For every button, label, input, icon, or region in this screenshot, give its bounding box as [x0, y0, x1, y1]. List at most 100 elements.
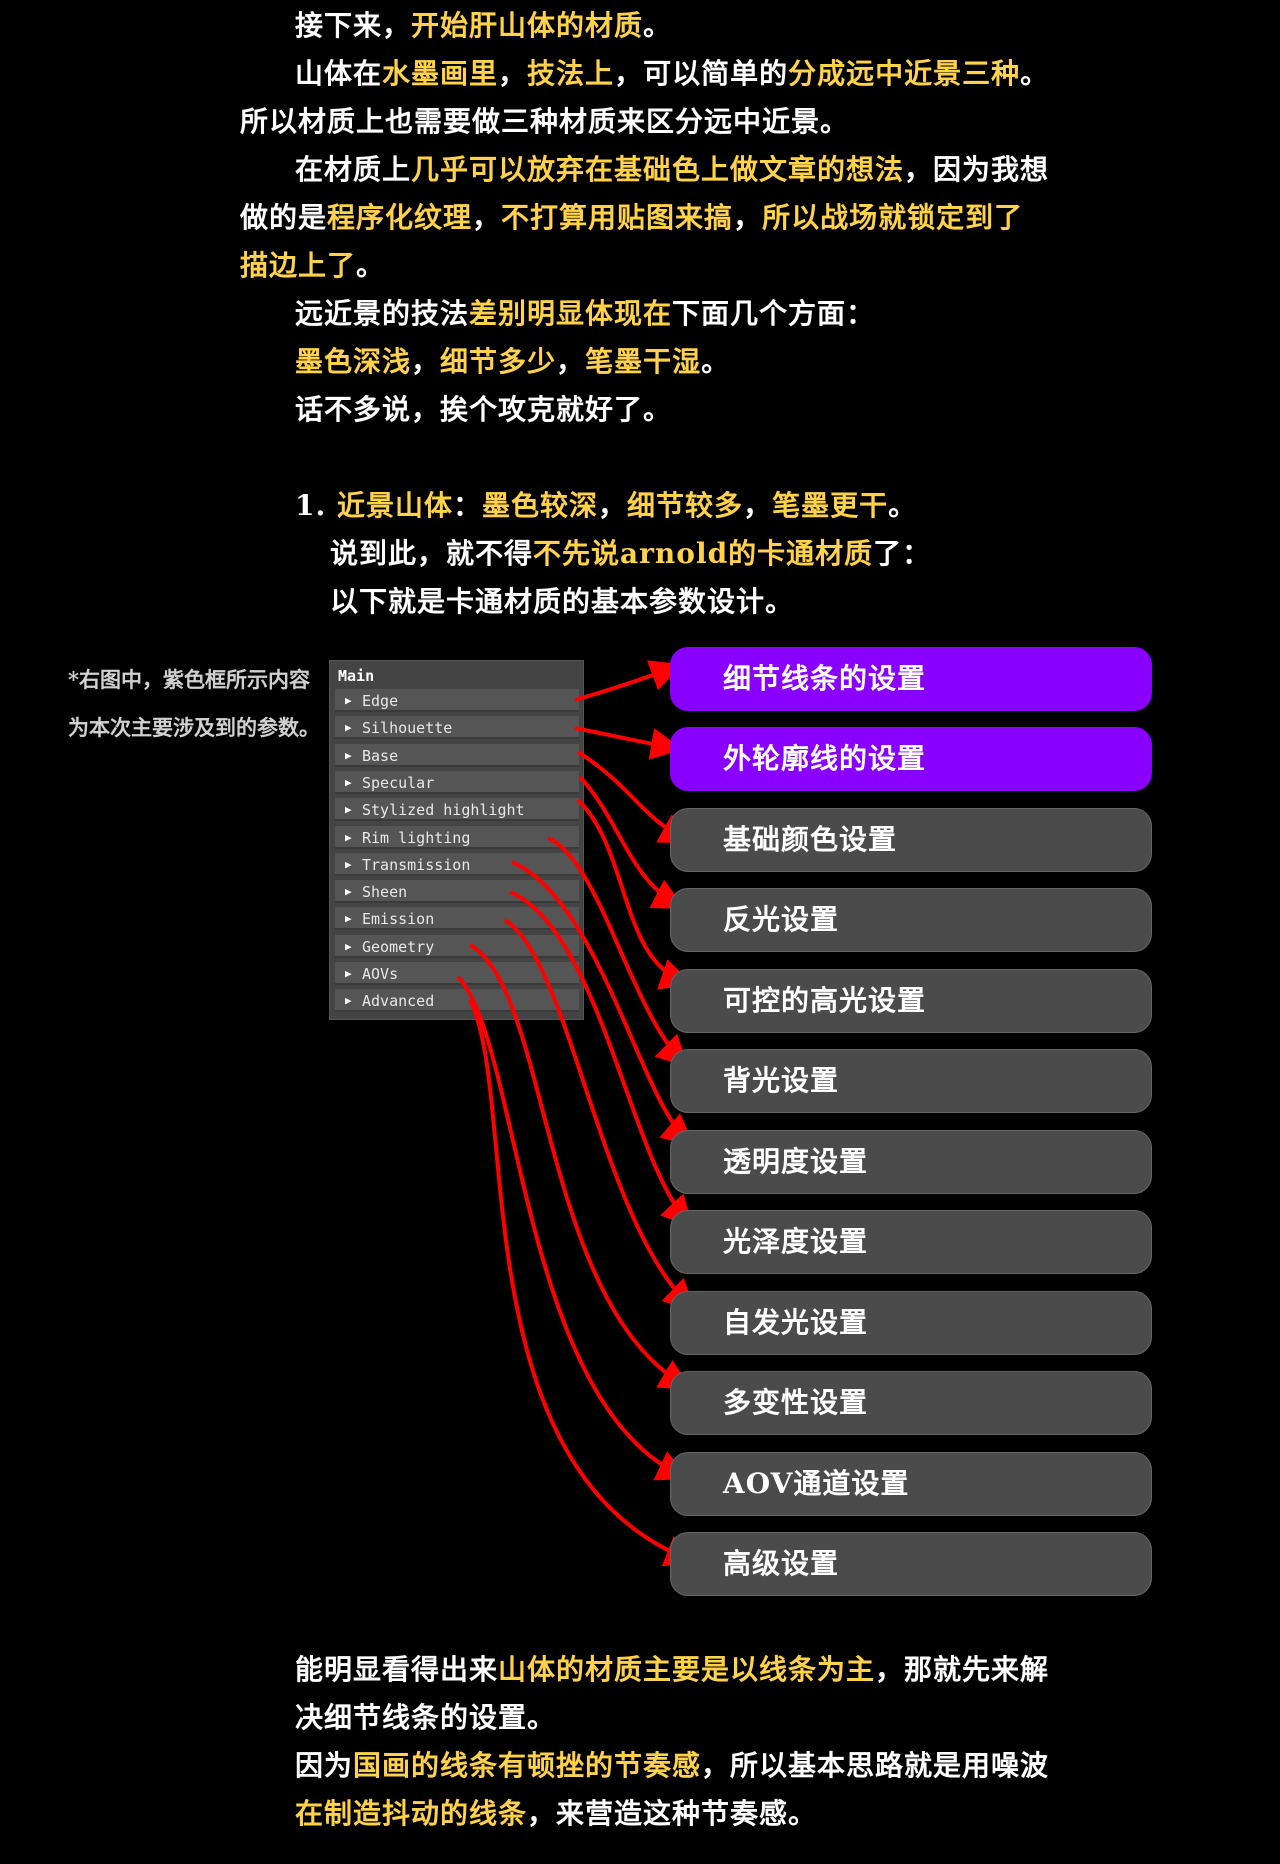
- highlighted-text: 几乎可以放弃在基础色上做文章的想法: [411, 153, 905, 186]
- body-text: ，因为我想: [904, 153, 1050, 186]
- highlighted-text: 不先说arnold的卡通材质: [533, 537, 874, 570]
- highlighted-text: 山体的材质主要是以线条为主: [498, 1653, 876, 1686]
- expand-arrow-icon[interactable]: ▶: [345, 885, 352, 899]
- panel-row-stylized-highlight[interactable]: ▶ Stylized highlight: [335, 798, 579, 822]
- connector-arrow: [574, 726, 683, 760]
- body-text: 接下来，: [295, 9, 412, 42]
- expand-arrow-icon[interactable]: ▶: [345, 721, 352, 735]
- highlighted-text: 差别明显体现在: [469, 297, 673, 330]
- body-text: ：: [453, 489, 483, 522]
- body-text: ，: [498, 57, 528, 90]
- highlighted-text: 笔墨干湿: [585, 345, 702, 378]
- connector-arrow: [469, 943, 692, 1391]
- connector-arrow: [503, 918, 696, 1312]
- panel-row-label: Geometry: [362, 937, 435, 956]
- panel-row-label: Silhouette: [362, 719, 453, 738]
- intro-line: 墨色深浅，细节多少，笔墨干湿。: [295, 342, 730, 382]
- param-box-1: 细节线条的设置: [670, 647, 1152, 711]
- panel-row-specular[interactable]: ▶Specular: [335, 770, 579, 794]
- panel-title: Main: [338, 667, 375, 685]
- body-text: ，那就先来解: [875, 1653, 1050, 1686]
- body-text: 远近景的技法: [295, 297, 470, 330]
- highlighted-text: 水墨画里: [382, 57, 499, 90]
- panel-row-label: AOVs: [362, 965, 399, 983]
- expand-arrow-icon[interactable]: ▶: [345, 912, 352, 926]
- outro-line: 决细节线条的设置。: [295, 1698, 556, 1738]
- highlighted-text: 近景山体: [336, 489, 453, 522]
- body-text: ，来营造这种节奏感。: [527, 1797, 818, 1830]
- panel-row-base[interactable]: ▶Base: [335, 743, 579, 767]
- param-box-11: AOV通道设置: [670, 1452, 1152, 1516]
- body-text: 。: [1020, 57, 1050, 90]
- param-box-2: 外轮廓线的设置: [670, 727, 1152, 791]
- param-box-8: 光泽度设置: [670, 1210, 1152, 1274]
- body-text: 在材质上: [295, 153, 412, 186]
- body-text: ，: [743, 489, 773, 522]
- param-box-7: 透明度设置: [670, 1130, 1152, 1194]
- connector-arrow: [509, 890, 694, 1228]
- highlighted-text: 国画的线条有顿挫的节奏感: [353, 1749, 702, 1782]
- body-text: 。: [888, 489, 918, 522]
- param-box-4: 反光设置: [670, 888, 1152, 952]
- param-box-12: 高级设置: [670, 1532, 1152, 1596]
- expand-arrow-icon[interactable]: ▶: [345, 830, 352, 844]
- panel-row-transmission[interactable]: ▶ Transmission: [335, 852, 579, 876]
- body-text: ，: [556, 345, 586, 378]
- outro-line: 因为国画的线条有顿挫的节奏感，所以基本思路就是用噪波: [295, 1746, 1049, 1786]
- outro-line: 能明显看得出来山体的材质主要是以线条为主，那就先来解: [295, 1650, 1049, 1690]
- connector-arrow: [574, 660, 683, 702]
- expand-arrow-icon[interactable]: ▶: [345, 748, 352, 762]
- expand-arrow-icon[interactable]: ▶: [345, 803, 352, 817]
- expand-arrow-icon[interactable]: ▶: [345, 967, 352, 980]
- param-box-5: 可控的高光设置: [670, 969, 1152, 1033]
- panel-row-edge[interactable]: ▶ Edge: [335, 689, 579, 712]
- panel-row-label: Transmission: [362, 855, 471, 874]
- expand-arrow-icon[interactable]: ▶: [345, 775, 352, 789]
- connector-arrow: [468, 999, 698, 1567]
- panel-row-label: Advanced: [362, 992, 435, 1011]
- intro-line: 山体在水墨画里，技法上，可以简单的分成远中近景三种。: [295, 54, 1049, 94]
- panel-row-geometry[interactable]: ▶ Geometry: [335, 934, 579, 958]
- body-text: ，: [733, 201, 763, 234]
- expand-arrow-icon[interactable]: ▶: [345, 939, 352, 953]
- connector-arrow: [547, 836, 689, 1068]
- body-text: 话不多说，挨个攻克就好了。: [295, 393, 673, 426]
- intro-line: 在材质上几乎可以放弃在基础色上做文章的想法，因为我想: [295, 150, 1049, 190]
- highlighted-text: 在制造抖动的线条: [295, 1797, 528, 1830]
- panel-row-rim-lighting[interactable]: ▶ Rim lighting: [335, 825, 579, 849]
- body-text: 决细节线条的设置。: [295, 1701, 557, 1734]
- param-box-3: 基础颜色设置: [670, 808, 1152, 872]
- intro-line: 做的是程序化纹理，不打算用贴图来搞，所以战场就锁定到了: [240, 198, 1023, 238]
- expand-arrow-icon[interactable]: ▶: [345, 994, 352, 1008]
- expand-arrow-icon[interactable]: ▶: [345, 694, 352, 707]
- intro-line: 描边上了。: [240, 246, 385, 286]
- body-text: ，: [598, 489, 628, 522]
- intro-line: 说到此，就不得不先说arnold的卡通材质了：: [330, 534, 931, 574]
- panel-row-advanced[interactable]: ▶ Advanced: [335, 989, 579, 1013]
- panel-row-label: Stylized highlight: [362, 801, 525, 820]
- outro-line: 在制造抖动的线条，来营造这种节奏感。: [295, 1794, 817, 1834]
- body-text: 了：: [873, 537, 932, 570]
- body-text: 。: [701, 345, 731, 378]
- panel-row-emission[interactable]: ▶Emission: [335, 907, 579, 931]
- panel-row-label: Rim lighting: [362, 828, 471, 847]
- intro-line: 远近景的技法差别明显体现在下面几个方面：: [295, 294, 875, 334]
- panel-row-aovs[interactable]: ▶ AOVs: [335, 962, 579, 985]
- body-text: ，所以基本思路就是用噪波: [701, 1749, 1050, 1782]
- body-text: 。: [643, 9, 673, 42]
- highlighted-text: 技法上: [527, 57, 615, 90]
- body-text: 说到此，就不得: [330, 537, 534, 570]
- body-text: 做的是: [240, 201, 328, 234]
- panel-row-silhouette[interactable]: ▶ Silhouette: [335, 716, 579, 740]
- panel-row-label: Edge: [362, 692, 399, 710]
- param-box-9: 自发光设置: [670, 1291, 1152, 1355]
- highlighted-text: 所以战场就锁定到了: [762, 201, 1024, 234]
- body-text: 因为: [295, 1749, 354, 1782]
- highlighted-text: 墨色深浅: [295, 345, 412, 378]
- body-text: ，可以简单的: [614, 57, 789, 90]
- intro-line: 话不多说，挨个攻克就好了。: [295, 390, 672, 430]
- expand-arrow-icon[interactable]: ▶: [345, 857, 352, 871]
- intro-line: 接下来，开始肝山体的材质。: [295, 6, 672, 46]
- param-box-6: 背光设置: [670, 1049, 1152, 1113]
